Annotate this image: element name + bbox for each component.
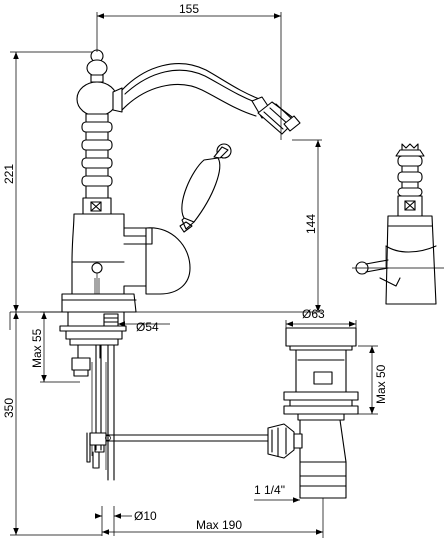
dimension-label-max-deck: Max 55 [30, 328, 44, 368]
faucet-front-view [59, 49, 301, 481]
faucet-side-view [352, 143, 444, 305]
dimension-label-max-waste: Max 50 [374, 364, 388, 404]
dimension-label-width-top: 155 [179, 2, 199, 16]
dimension-label-thread: 1 1/4" [254, 483, 285, 497]
dimension-label-diameter-rod: Ø10 [134, 509, 157, 523]
dimension-label-height-below: 350 [2, 398, 16, 418]
dimension-lines [9, 12, 378, 538]
dimension-label-max-reach: Max 190 [196, 518, 242, 532]
dimension-label-height-total: 221 [2, 164, 16, 184]
dimension-label-height-spout: 144 [304, 214, 318, 234]
dimension-label-diameter-waste: Ø63 [302, 307, 325, 321]
waste-assembly [267, 327, 359, 499]
dimension-label-diameter-base: Ø54 [136, 320, 159, 334]
